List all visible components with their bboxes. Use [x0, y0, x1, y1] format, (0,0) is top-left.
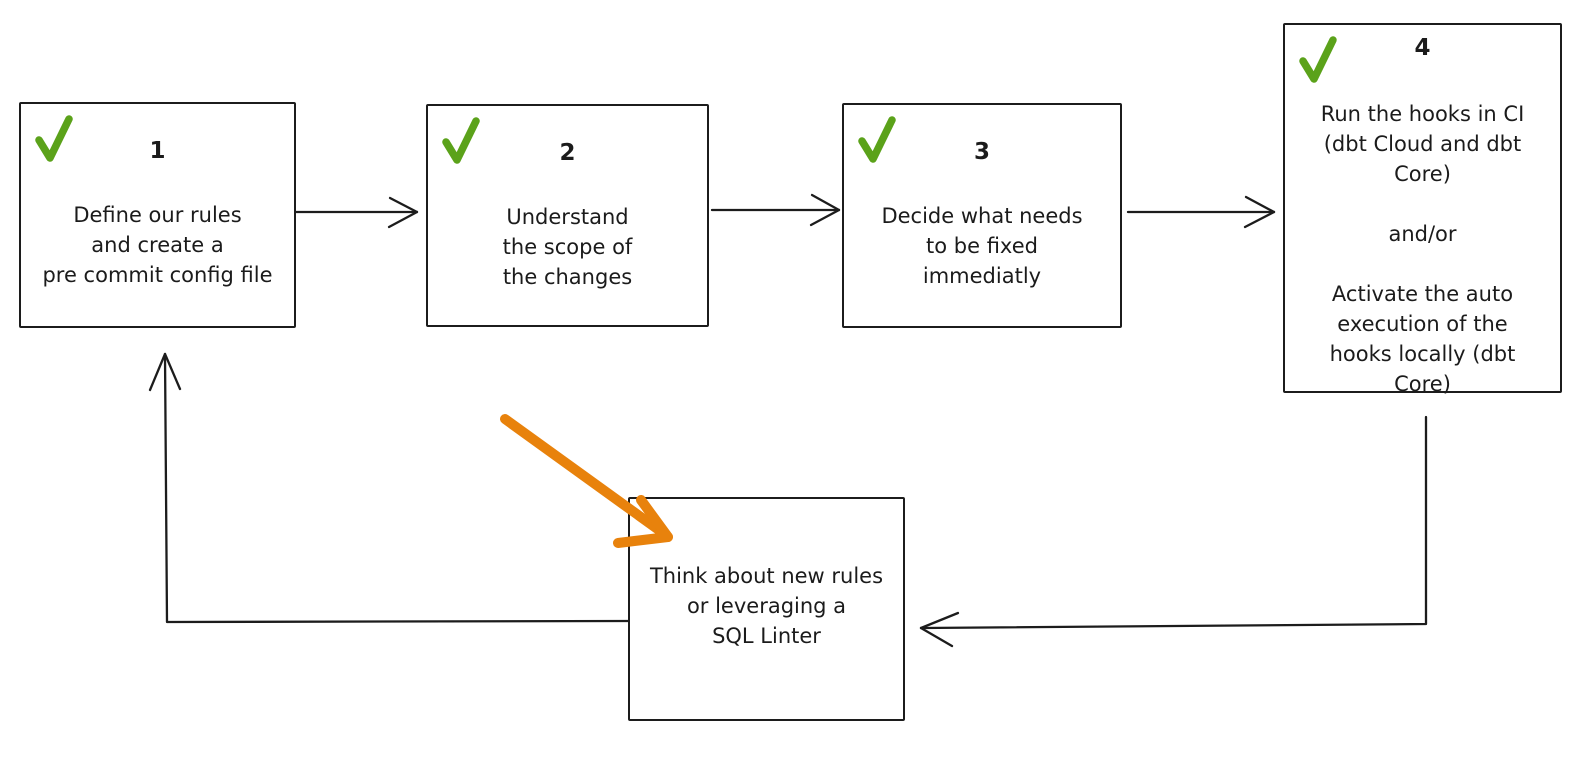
arrow-step1-to-step2-icon — [294, 196, 419, 229]
step-text: Understand the scope of the changes — [502, 205, 633, 289]
step-number: 1 — [149, 138, 166, 164]
arrow-step4-to-loopbox-icon — [919, 415, 1428, 648]
step-box-4: 4 Run the hooks in CI (dbt Cloud and dbt… — [1283, 23, 1562, 396]
step-text: Run the hooks in CI (dbt Cloud and dbt C… — [1320, 102, 1525, 396]
step-text: Define our rules and create a pre commit… — [42, 203, 273, 287]
step-box-3: 3 Decide what needs to be fixed immediat… — [842, 103, 1122, 328]
step-box-1: 1 Define our rules and create a pre comm… — [19, 102, 296, 328]
checkmark-icon — [1299, 36, 1337, 83]
checkmark-icon — [858, 116, 896, 163]
step-number: 4 — [1414, 35, 1431, 61]
arrow-loopbox-to-step1-icon — [148, 352, 630, 624]
step-text: Decide what needs to be fixed immediatly — [881, 204, 1083, 288]
step-number: 2 — [559, 140, 576, 166]
checkmark-icon — [442, 117, 480, 164]
loop-box-text: Think about new rules or leveraging a SQ… — [649, 564, 884, 648]
checkmark-icon — [35, 115, 73, 162]
step-number: 3 — [973, 139, 990, 165]
step-box-2: 2 Understand the scope of the changes — [426, 104, 709, 327]
arrow-step3-to-step4-icon — [1126, 195, 1276, 229]
loop-box: Think about new rules or leveraging a SQ… — [628, 497, 905, 721]
arrow-step2-to-step3-icon — [710, 193, 841, 227]
